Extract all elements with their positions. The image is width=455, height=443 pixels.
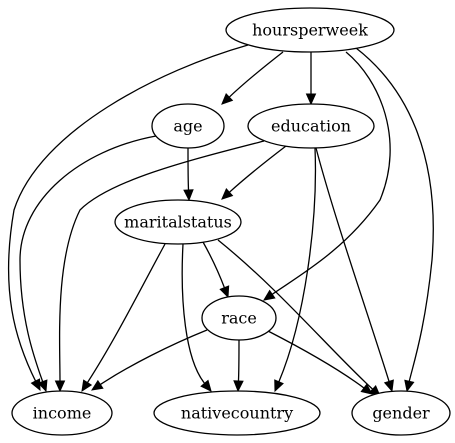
node-ellipse xyxy=(11,390,113,436)
node-income: income xyxy=(11,390,113,436)
edge-line xyxy=(228,145,287,194)
node-age: age xyxy=(151,103,225,149)
edge-line xyxy=(315,147,390,383)
edge-line xyxy=(355,47,434,383)
arrowhead-icon xyxy=(219,285,230,299)
edge-hoursperweek-to-gender xyxy=(355,47,434,393)
arrowhead-icon xyxy=(37,379,48,393)
node-label: gender xyxy=(372,404,430,423)
edge-education-to-maritalstatus xyxy=(221,145,287,200)
edge-hoursperweek-to-age xyxy=(221,51,284,105)
arrowhead-icon xyxy=(262,289,276,301)
node-label: nativecountry xyxy=(181,404,293,423)
nodes-layer: hoursperweek age education maritalstatus rac… xyxy=(11,7,451,436)
node-label: hoursperweek xyxy=(252,21,368,40)
node-ellipse xyxy=(153,390,321,436)
node-ellipse xyxy=(351,390,451,436)
edge-age-to-income xyxy=(19,135,157,393)
arrowhead-icon xyxy=(383,379,394,393)
node-ellipse xyxy=(151,103,225,149)
edge-line xyxy=(277,147,317,383)
edge-line xyxy=(19,135,157,383)
edge-education-to-income xyxy=(54,140,265,393)
edge-hoursperweek-to-race xyxy=(262,51,391,301)
edge-race-to-gender xyxy=(267,330,373,395)
arrowhead-icon xyxy=(221,188,234,200)
node-ellipse xyxy=(247,103,375,149)
edge-maritalstatus-to-income xyxy=(81,243,166,393)
edge-line xyxy=(99,329,208,386)
edge-line xyxy=(181,243,206,385)
arrowhead-icon xyxy=(30,378,41,392)
edge-race-to-nativecountry xyxy=(233,339,244,393)
arrowhead-icon xyxy=(233,380,244,393)
node-label: race xyxy=(221,309,257,328)
node-maritalstatus: maritalstatus xyxy=(114,199,242,245)
node-hoursperweek: hoursperweek xyxy=(225,7,395,53)
edge-line xyxy=(237,339,240,383)
node-gender: gender xyxy=(351,390,451,436)
arrowhead-icon xyxy=(305,93,317,106)
arrowhead-icon xyxy=(274,379,284,393)
edge-race-to-income xyxy=(90,329,208,391)
node-ellipse xyxy=(225,7,395,53)
node-label: income xyxy=(33,404,92,423)
edge-line xyxy=(271,51,391,296)
edge-line xyxy=(86,243,166,384)
edge-age-to-maritalstatus xyxy=(183,147,194,202)
edge-education-to-gender xyxy=(315,147,394,393)
arrowhead-icon xyxy=(90,379,104,391)
edge-line xyxy=(7,44,249,383)
edge-maritalstatus-to-race xyxy=(202,241,230,299)
node-ellipse xyxy=(201,295,277,341)
node-label: education xyxy=(271,117,351,136)
edge-line xyxy=(187,147,190,192)
arrowhead-icon xyxy=(200,379,212,392)
edge-line xyxy=(267,330,366,390)
edge-line xyxy=(228,51,284,99)
edge-line xyxy=(58,140,265,383)
arrowhead-icon xyxy=(54,380,66,393)
node-race: race xyxy=(201,295,277,341)
arrowhead-icon xyxy=(81,379,93,393)
edges-layer xyxy=(7,44,434,397)
edge-hoursperweek-to-education xyxy=(305,52,317,106)
arrowhead-icon xyxy=(360,383,373,395)
node-nativecountry: nativecountry xyxy=(153,390,321,436)
edge-maritalstatus-to-nativecountry xyxy=(181,243,212,392)
arrowhead-icon xyxy=(183,189,194,202)
arrowhead-icon xyxy=(221,92,234,105)
node-label: age xyxy=(173,117,202,136)
node-education: education xyxy=(247,103,375,149)
edge-education-to-nativecountry xyxy=(274,147,317,393)
node-label: maritalstatus xyxy=(124,213,232,232)
edge-line xyxy=(202,241,226,289)
node-ellipse xyxy=(114,199,242,245)
arrowhead-icon xyxy=(404,379,415,393)
edge-line xyxy=(217,239,374,391)
